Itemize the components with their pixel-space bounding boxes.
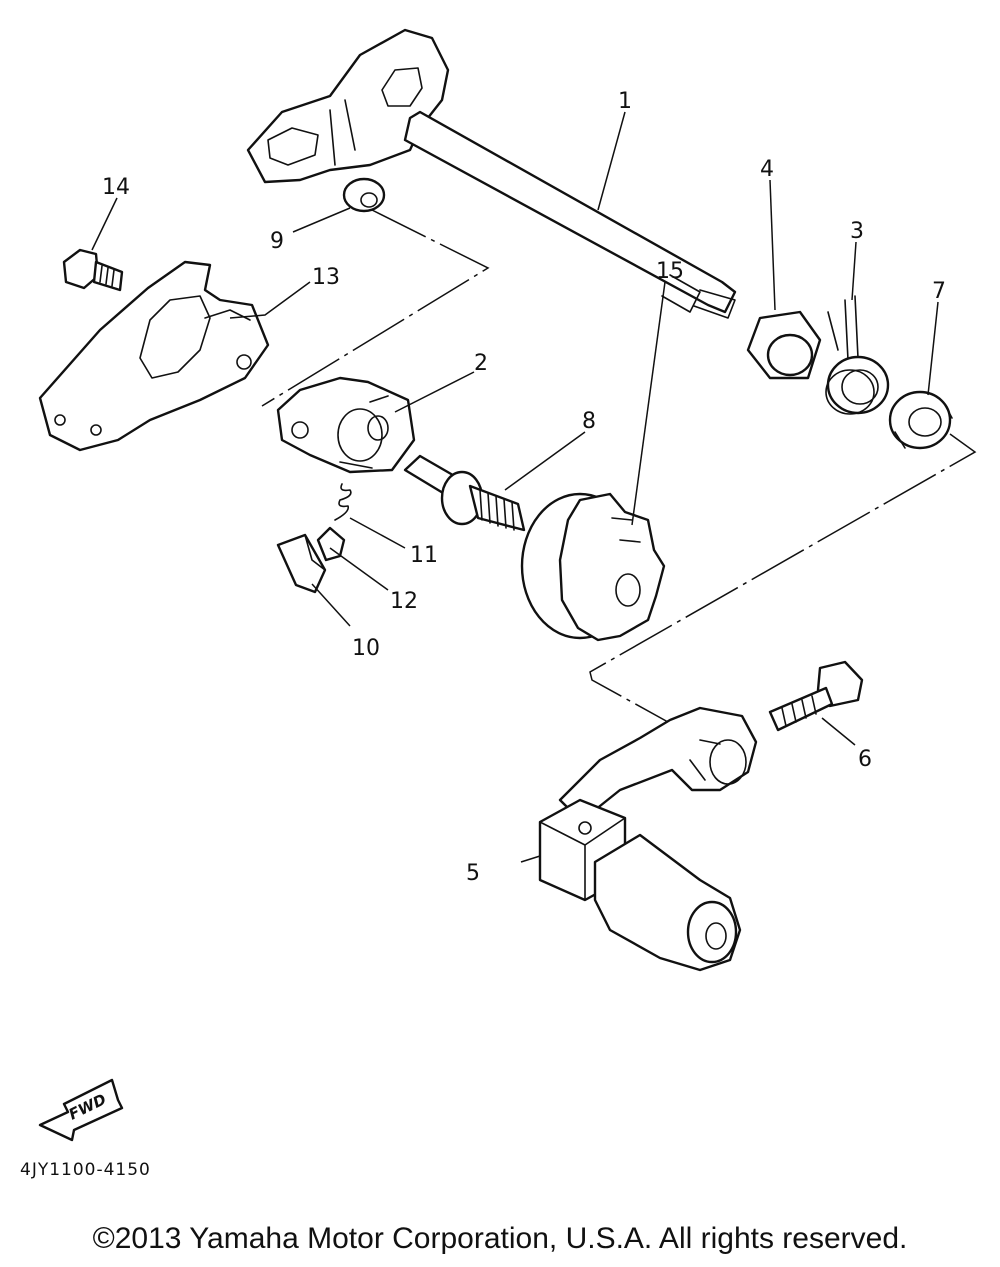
callout-7: 7 xyxy=(932,279,946,304)
alignment-lines xyxy=(261,209,977,723)
callout-3: 3 xyxy=(850,219,864,244)
part-1-shift-shaft xyxy=(246,28,737,319)
callout-labels: 1 2 3 4 5 6 7 8 9 10 11 12 13 14 15 xyxy=(102,89,946,886)
callout-15: 15 xyxy=(656,259,684,284)
part-4-collar xyxy=(746,310,822,380)
callout-5: 5 xyxy=(466,861,480,886)
part-7-oil-seal xyxy=(888,390,953,450)
copyright-notice: ©2013 Yamaha Motor Corporation, U.S.A. A… xyxy=(92,1222,908,1255)
part-10-pawl xyxy=(276,533,327,594)
callout-6: 6 xyxy=(858,747,872,772)
part-code: 4JY1100-4150 xyxy=(20,1160,151,1180)
part-14-bolt xyxy=(62,248,124,292)
callout-4: 4 xyxy=(760,157,774,182)
fwd-arrow-icon: FWD xyxy=(38,1078,124,1142)
part-11-spring xyxy=(334,483,352,521)
part-2-shift-lever xyxy=(276,376,416,474)
callout-8: 8 xyxy=(582,409,596,434)
part-3-spring xyxy=(825,295,890,415)
callout-2: 2 xyxy=(474,351,488,376)
part-15-segment xyxy=(520,492,666,642)
callout-14: 14 xyxy=(102,175,130,200)
part-8-pin-bolt xyxy=(403,454,526,532)
callout-12: 12 xyxy=(390,589,418,614)
part-9-washer xyxy=(342,177,386,213)
part-6-bolt xyxy=(768,660,864,732)
part-12-pin xyxy=(316,526,346,562)
callout-1: 1 xyxy=(618,89,632,114)
leader-lines xyxy=(91,111,939,863)
part-13-plate xyxy=(38,260,270,452)
callout-9: 9 xyxy=(270,229,284,254)
callout-10: 10 xyxy=(352,636,380,661)
callout-13: 13 xyxy=(312,265,340,290)
callout-11: 11 xyxy=(410,543,438,568)
part-5-shift-pedal xyxy=(538,706,758,972)
